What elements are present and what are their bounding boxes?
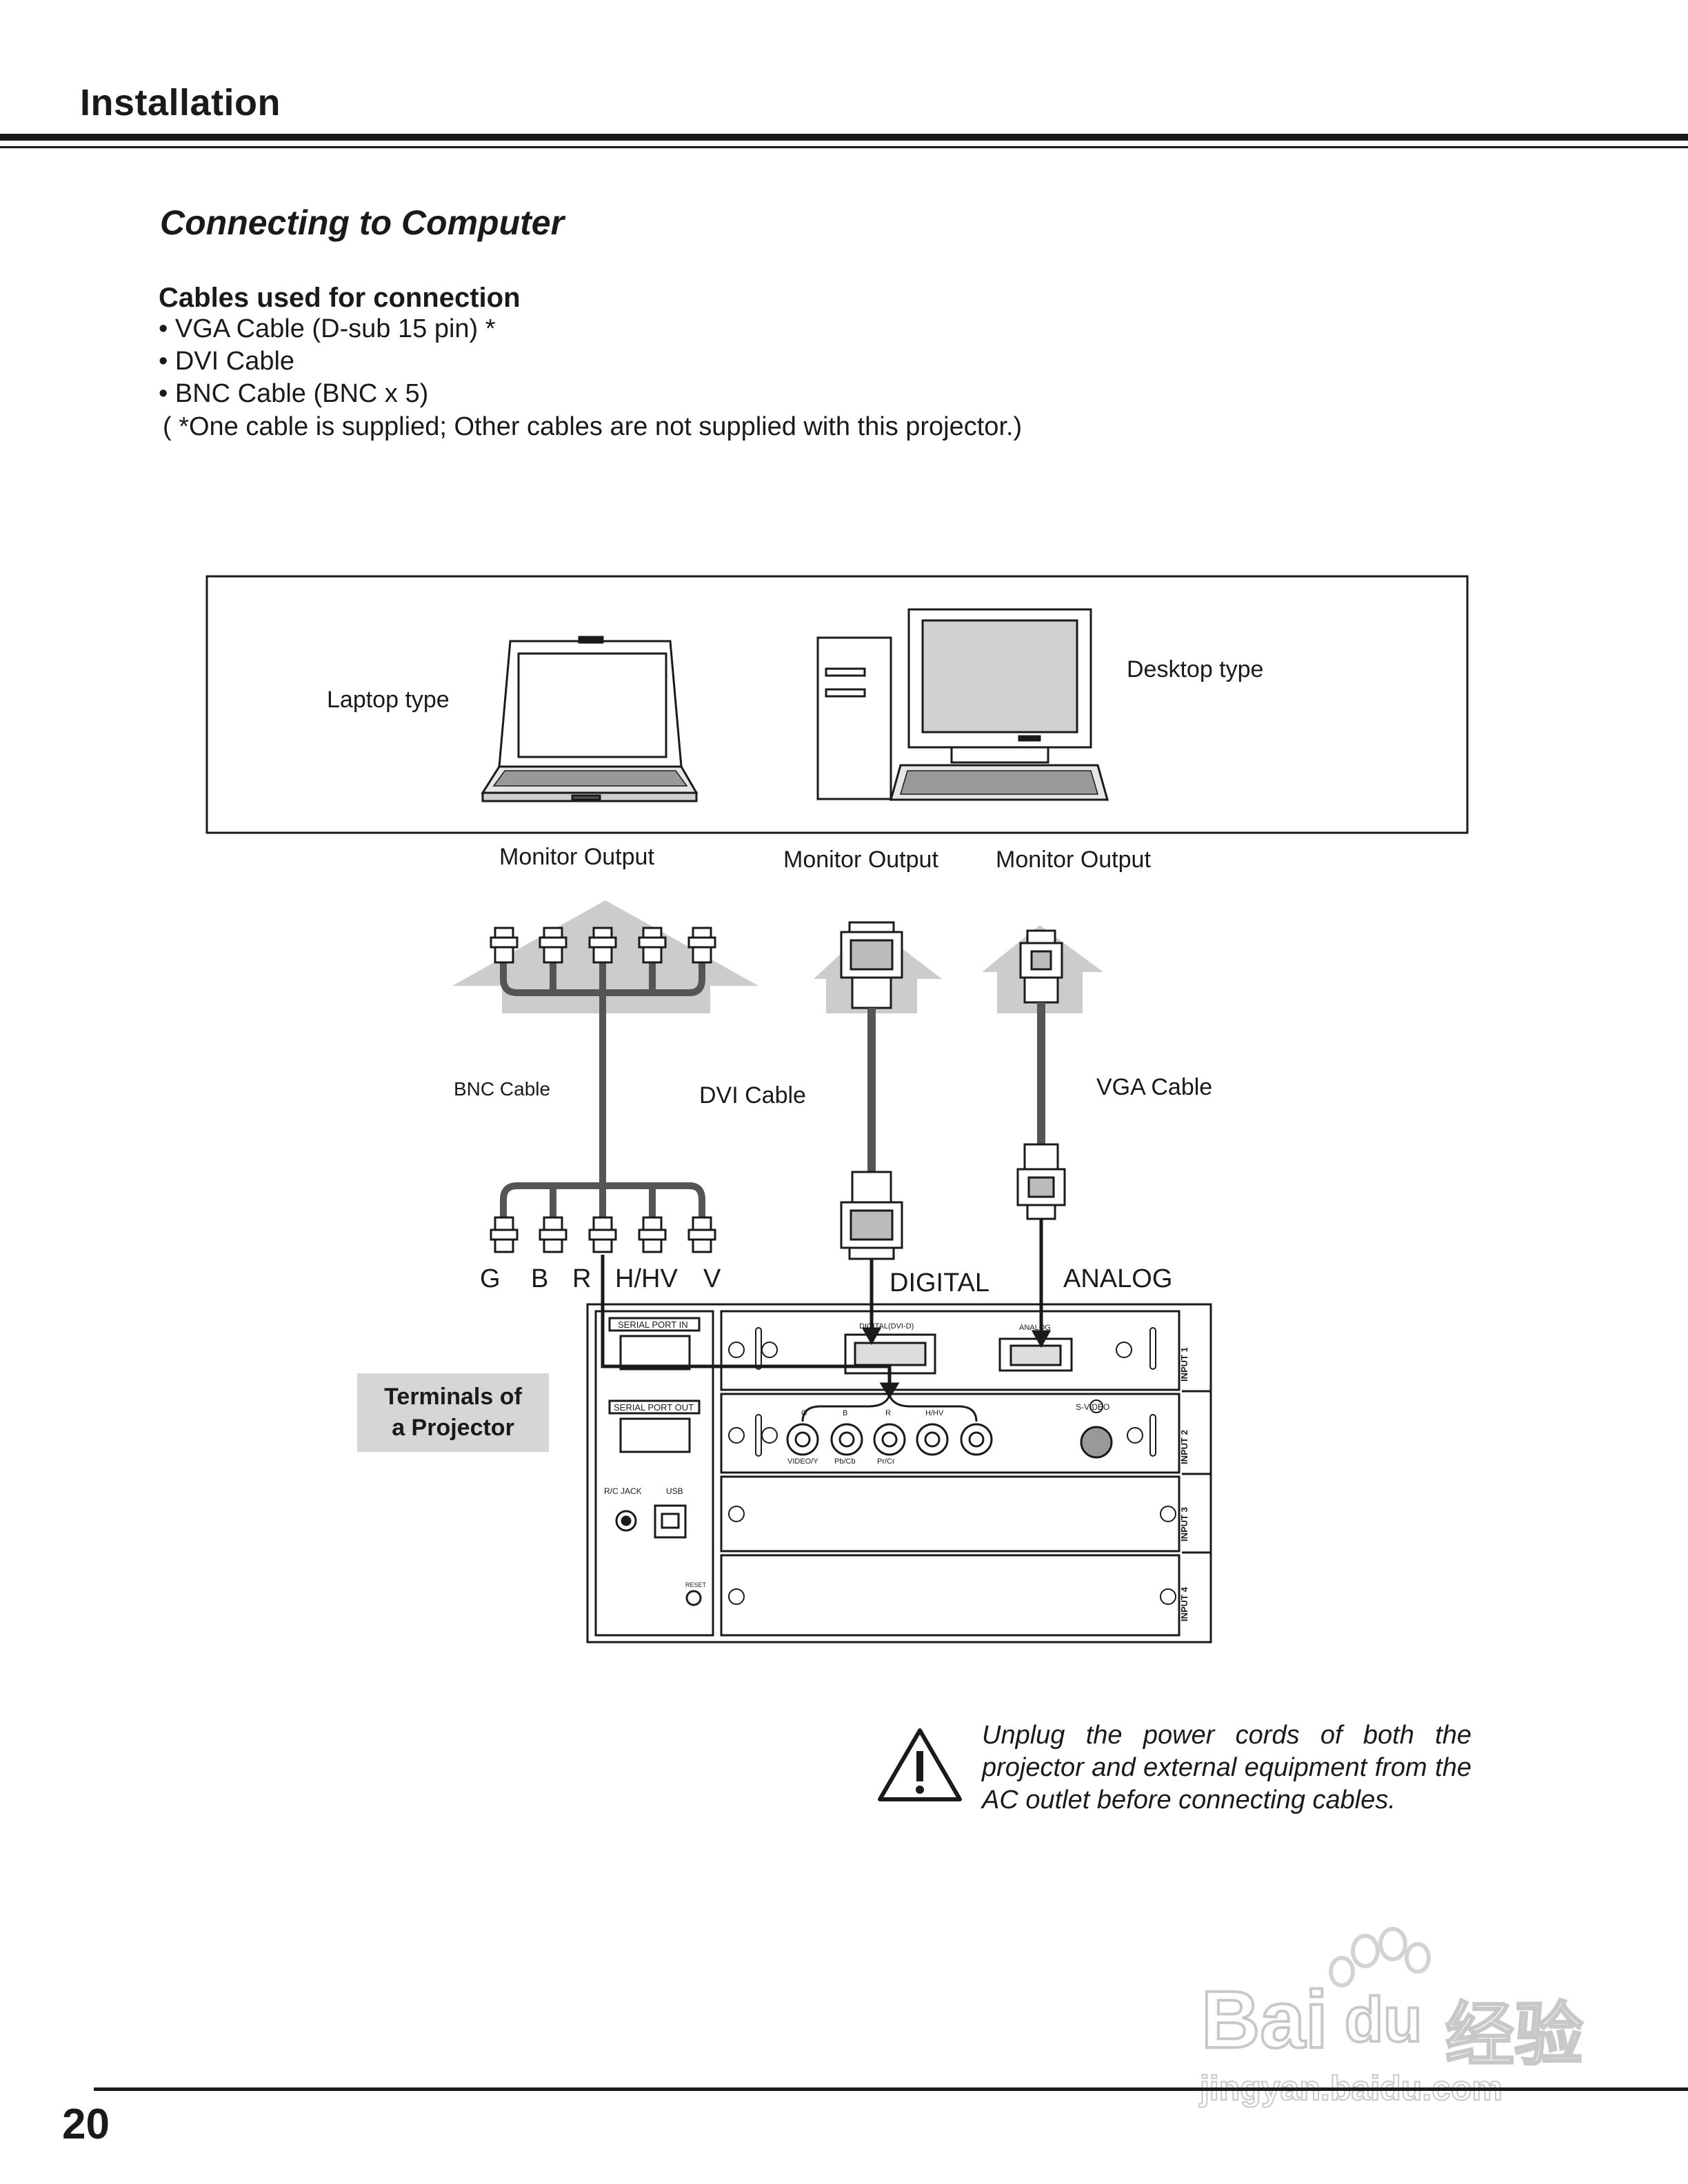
- usb-label: USB: [666, 1486, 683, 1496]
- watermark-brand: Bai: [1200, 1973, 1329, 2067]
- panel-bnc-b: B: [843, 1409, 848, 1417]
- vga-cable: [1016, 929, 1066, 1220]
- footer-rule: [94, 2087, 1688, 2091]
- dvi-cable: [840, 921, 903, 1260]
- digital-dvi-label: DIGITAL(DVI-D): [859, 1322, 914, 1331]
- cable-item-vga: • VGA Cable (D-sub 15 pin) *: [159, 314, 496, 343]
- analog-label: ANALOG: [1063, 1264, 1173, 1293]
- header-rule-thin: [0, 146, 1688, 148]
- rc-jack-label: R/C JACK: [604, 1486, 642, 1496]
- baidu-paw-icon: [1329, 1927, 1431, 1988]
- cables-heading: Cables used for connection: [159, 283, 521, 313]
- panel-bnc-video-y: VIDEO/Y: [787, 1457, 818, 1466]
- baidu-watermark: [1200, 1923, 1586, 2103]
- terminals-label-line1: Terminals of: [384, 1384, 522, 1410]
- bnc-pin-v: V: [703, 1264, 721, 1293]
- page-subtitle: Connecting to Computer: [160, 203, 565, 242]
- desktop-label: Desktop type: [1127, 656, 1264, 682]
- cable-item-bnc: • BNC Cable (BNC x 5): [159, 379, 429, 408]
- digital-label: DIGITAL: [890, 1268, 989, 1297]
- serial-port-out-label: SERIAL PORT OUT: [614, 1402, 694, 1413]
- panel-bnc-pb-cb: Pb/Cb: [834, 1457, 856, 1466]
- projector-panel: [586, 1303, 1212, 1644]
- cables-note: ( *One cable is supplied; Other cables a…: [163, 412, 1023, 441]
- computers-frame: [205, 575, 1469, 834]
- serial-port-in-label: SERIAL PORT IN: [618, 1320, 688, 1330]
- panel-bnc-hhv: H/HV: [925, 1409, 944, 1417]
- s-video-label: S-VIDEO: [1076, 1402, 1110, 1412]
- input-3-label: INPUT 3: [1179, 1507, 1189, 1541]
- watermark-cn: 经验: [1445, 1996, 1585, 2075]
- monitor-output-label-3: Monitor Output: [996, 847, 1151, 873]
- laptop-label: Laptop type: [327, 687, 450, 713]
- header-rule: [0, 134, 1688, 141]
- terminals-label-line2: a Projector: [392, 1415, 514, 1441]
- input-2-label: INPUT 2: [1179, 1430, 1189, 1464]
- bnc-pin-r: R: [572, 1264, 592, 1293]
- warning-triangle-icon: [878, 1728, 962, 1801]
- terminals-label: Terminals of a Projector: [357, 1373, 549, 1452]
- page-number: 20: [62, 2101, 110, 2148]
- reset-label: RESET: [685, 1581, 707, 1588]
- signal-lines: [601, 1219, 1052, 1399]
- panel-bnc-pr-cr: Pr/Cr: [877, 1457, 895, 1466]
- bnc-cable-bottom: [490, 1182, 716, 1253]
- desktop-icon: [816, 608, 1109, 801]
- watermark-brand-du: du: [1343, 1983, 1423, 2056]
- bnc-pin-b: B: [531, 1264, 549, 1293]
- panel-bnc-g: G: [801, 1409, 807, 1417]
- warning-text: Unplug the power cords of both the proje…: [982, 1721, 1471, 1814]
- section-title: Installation: [80, 82, 281, 123]
- analog-port-label: ANALOG: [1019, 1324, 1051, 1332]
- laptop-icon: [481, 636, 699, 802]
- input-4-label: INPUT 4: [1179, 1587, 1189, 1621]
- bnc-pin-g: G: [480, 1264, 501, 1293]
- vga-cable-label: VGA Cable: [1096, 1074, 1213, 1100]
- monitor-output-label-1: Monitor Output: [499, 844, 654, 870]
- input-1-label: INPUT 1: [1179, 1347, 1189, 1382]
- bnc-pin-hhv: H/HV: [615, 1264, 678, 1293]
- bnc-cable-label: BNC Cable: [454, 1078, 551, 1100]
- dvi-cable-label: DVI Cable: [699, 1082, 806, 1109]
- monitor-output-label-2: Monitor Output: [783, 847, 938, 873]
- panel-bnc-r: R: [885, 1409, 891, 1417]
- bnc-cable-top: [490, 927, 716, 1186]
- cable-item-dvi: • DVI Cable: [159, 347, 295, 376]
